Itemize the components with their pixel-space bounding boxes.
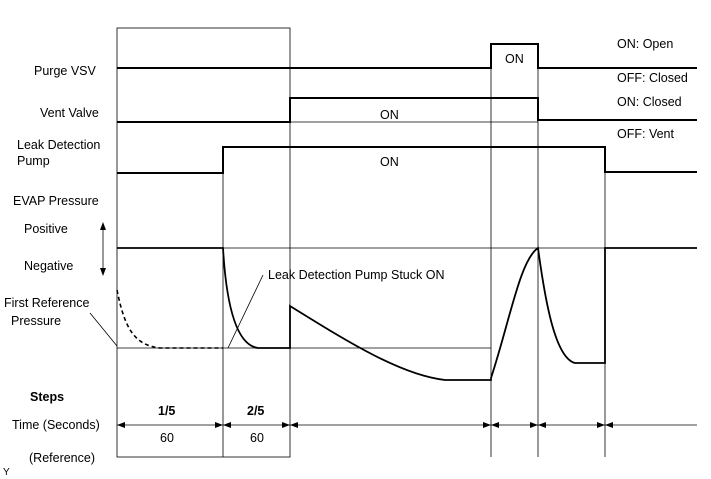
label-vent-valve: Vent Valve (40, 106, 99, 120)
first-ref-pointer (89, 312, 118, 347)
label-pump-line1: Leak Detection (17, 138, 100, 152)
state-vent-on: ON: Closed (617, 95, 682, 109)
label-purge-vsv: Purge VSV (34, 64, 97, 78)
steps-frame (116, 27, 291, 458)
steps-title: Steps (30, 390, 64, 404)
step2-label: 2/5 (247, 404, 264, 418)
arrow-up-icon (100, 222, 106, 230)
step2-time: 60 (250, 431, 264, 445)
stuck-on-annotation: Leak Detection Pump Stuck ON (268, 268, 444, 282)
evap-pressure-curve (117, 246, 697, 381)
label-first-ref-line2: Pressure (11, 314, 61, 328)
state-purge-on: ON: Open (617, 37, 673, 51)
time-label: Time (Seconds) (12, 418, 100, 432)
reference-label: (Reference) (29, 451, 95, 465)
label-pump-line2: Pump (17, 154, 50, 168)
label-evap-pressure: EVAP Pressure (13, 194, 99, 208)
label-negative: Negative (24, 259, 73, 273)
step1-time: 60 (160, 431, 174, 445)
pump-on-text: ON (380, 155, 399, 169)
label-positive: Positive (24, 222, 68, 236)
vent-on-text: ON (380, 108, 399, 122)
step1-label: 1/5 (158, 404, 175, 418)
footer-mark: Y (3, 467, 10, 478)
pump-signal (117, 146, 697, 174)
state-purge-off: OFF: Closed (617, 71, 688, 85)
first-reference-curve (116, 289, 223, 349)
arrow-down-icon (100, 268, 106, 276)
purge-on-text: ON (505, 52, 524, 66)
label-first-ref-line1: First Reference (4, 296, 89, 310)
vent-valve-signal (117, 97, 697, 123)
purge-vsv-signal (117, 43, 697, 69)
time-arrow-icons (117, 422, 613, 428)
stuck-on-pointer (227, 274, 264, 349)
state-vent-off: OFF: Vent (617, 127, 674, 141)
